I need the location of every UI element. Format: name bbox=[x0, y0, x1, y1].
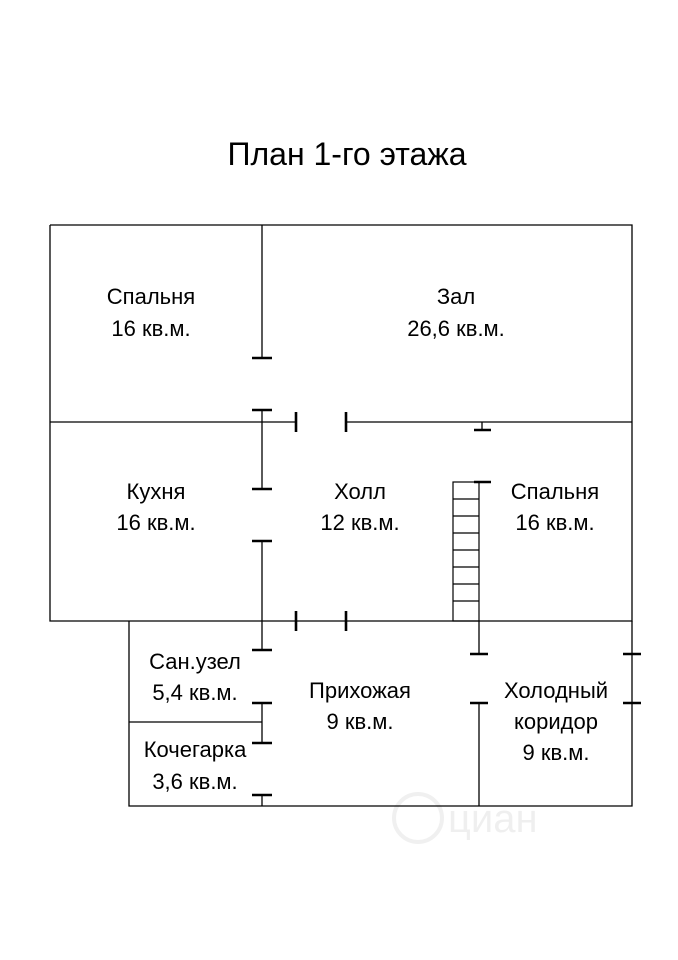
staircase bbox=[452, 481, 480, 622]
watermark: циан bbox=[392, 792, 538, 844]
door-jambs bbox=[252, 356, 641, 797]
plan-title: План 1-го этажа bbox=[227, 136, 466, 172]
staircase-outline bbox=[452, 481, 480, 622]
room-bedroom-2: Спальня 16 кв.м. bbox=[511, 479, 599, 535]
room-name: Спальня bbox=[107, 284, 195, 309]
room-name: Зал bbox=[437, 284, 475, 309]
watermark-text: циан bbox=[448, 797, 538, 841]
room-area: 16 кв.м. bbox=[515, 510, 594, 535]
room-name: Холодный bbox=[504, 678, 608, 703]
room-area: 12 кв.м. bbox=[320, 510, 399, 535]
room-name: Сан.узел bbox=[149, 649, 241, 674]
room-cold-corridor: Холодный коридор 9 кв.м. bbox=[504, 678, 608, 765]
watermark-logo-icon bbox=[392, 792, 444, 844]
room-name: Кухня bbox=[127, 479, 186, 504]
room-hallway: Холл 12 кв.м. bbox=[320, 479, 399, 535]
room-entrance: Прихожая 9 кв.м. bbox=[309, 678, 411, 734]
room-name: Холл bbox=[334, 479, 386, 504]
room-name-line2: коридор bbox=[514, 709, 598, 734]
outer-wall-annex bbox=[128, 621, 633, 807]
room-area: 16 кв.м. bbox=[111, 316, 190, 341]
room-area: 16 кв.м. bbox=[116, 510, 195, 535]
room-name: Кочегарка bbox=[144, 737, 247, 762]
room-bedroom-1: Спальня 16 кв.м. bbox=[107, 284, 195, 341]
room-name: Спальня bbox=[511, 479, 599, 504]
room-kitchen: Кухня 16 кв.м. bbox=[116, 479, 195, 535]
room-area: 26,6 кв.м. bbox=[407, 316, 505, 341]
room-area: 3,6 кв.м. bbox=[152, 769, 237, 794]
room-bathroom: Сан.узел 5,4 кв.м. bbox=[149, 649, 241, 705]
room-area: 5,4 кв.м. bbox=[152, 680, 237, 705]
room-name: Прихожая bbox=[309, 678, 411, 703]
room-area: 9 кв.м. bbox=[522, 740, 589, 765]
room-zal: Зал 26,6 кв.м. bbox=[407, 284, 505, 341]
room-area: 9 кв.м. bbox=[326, 709, 393, 734]
room-boiler-room: Кочегарка 3,6 кв.м. bbox=[144, 737, 247, 794]
walls bbox=[49, 224, 633, 807]
